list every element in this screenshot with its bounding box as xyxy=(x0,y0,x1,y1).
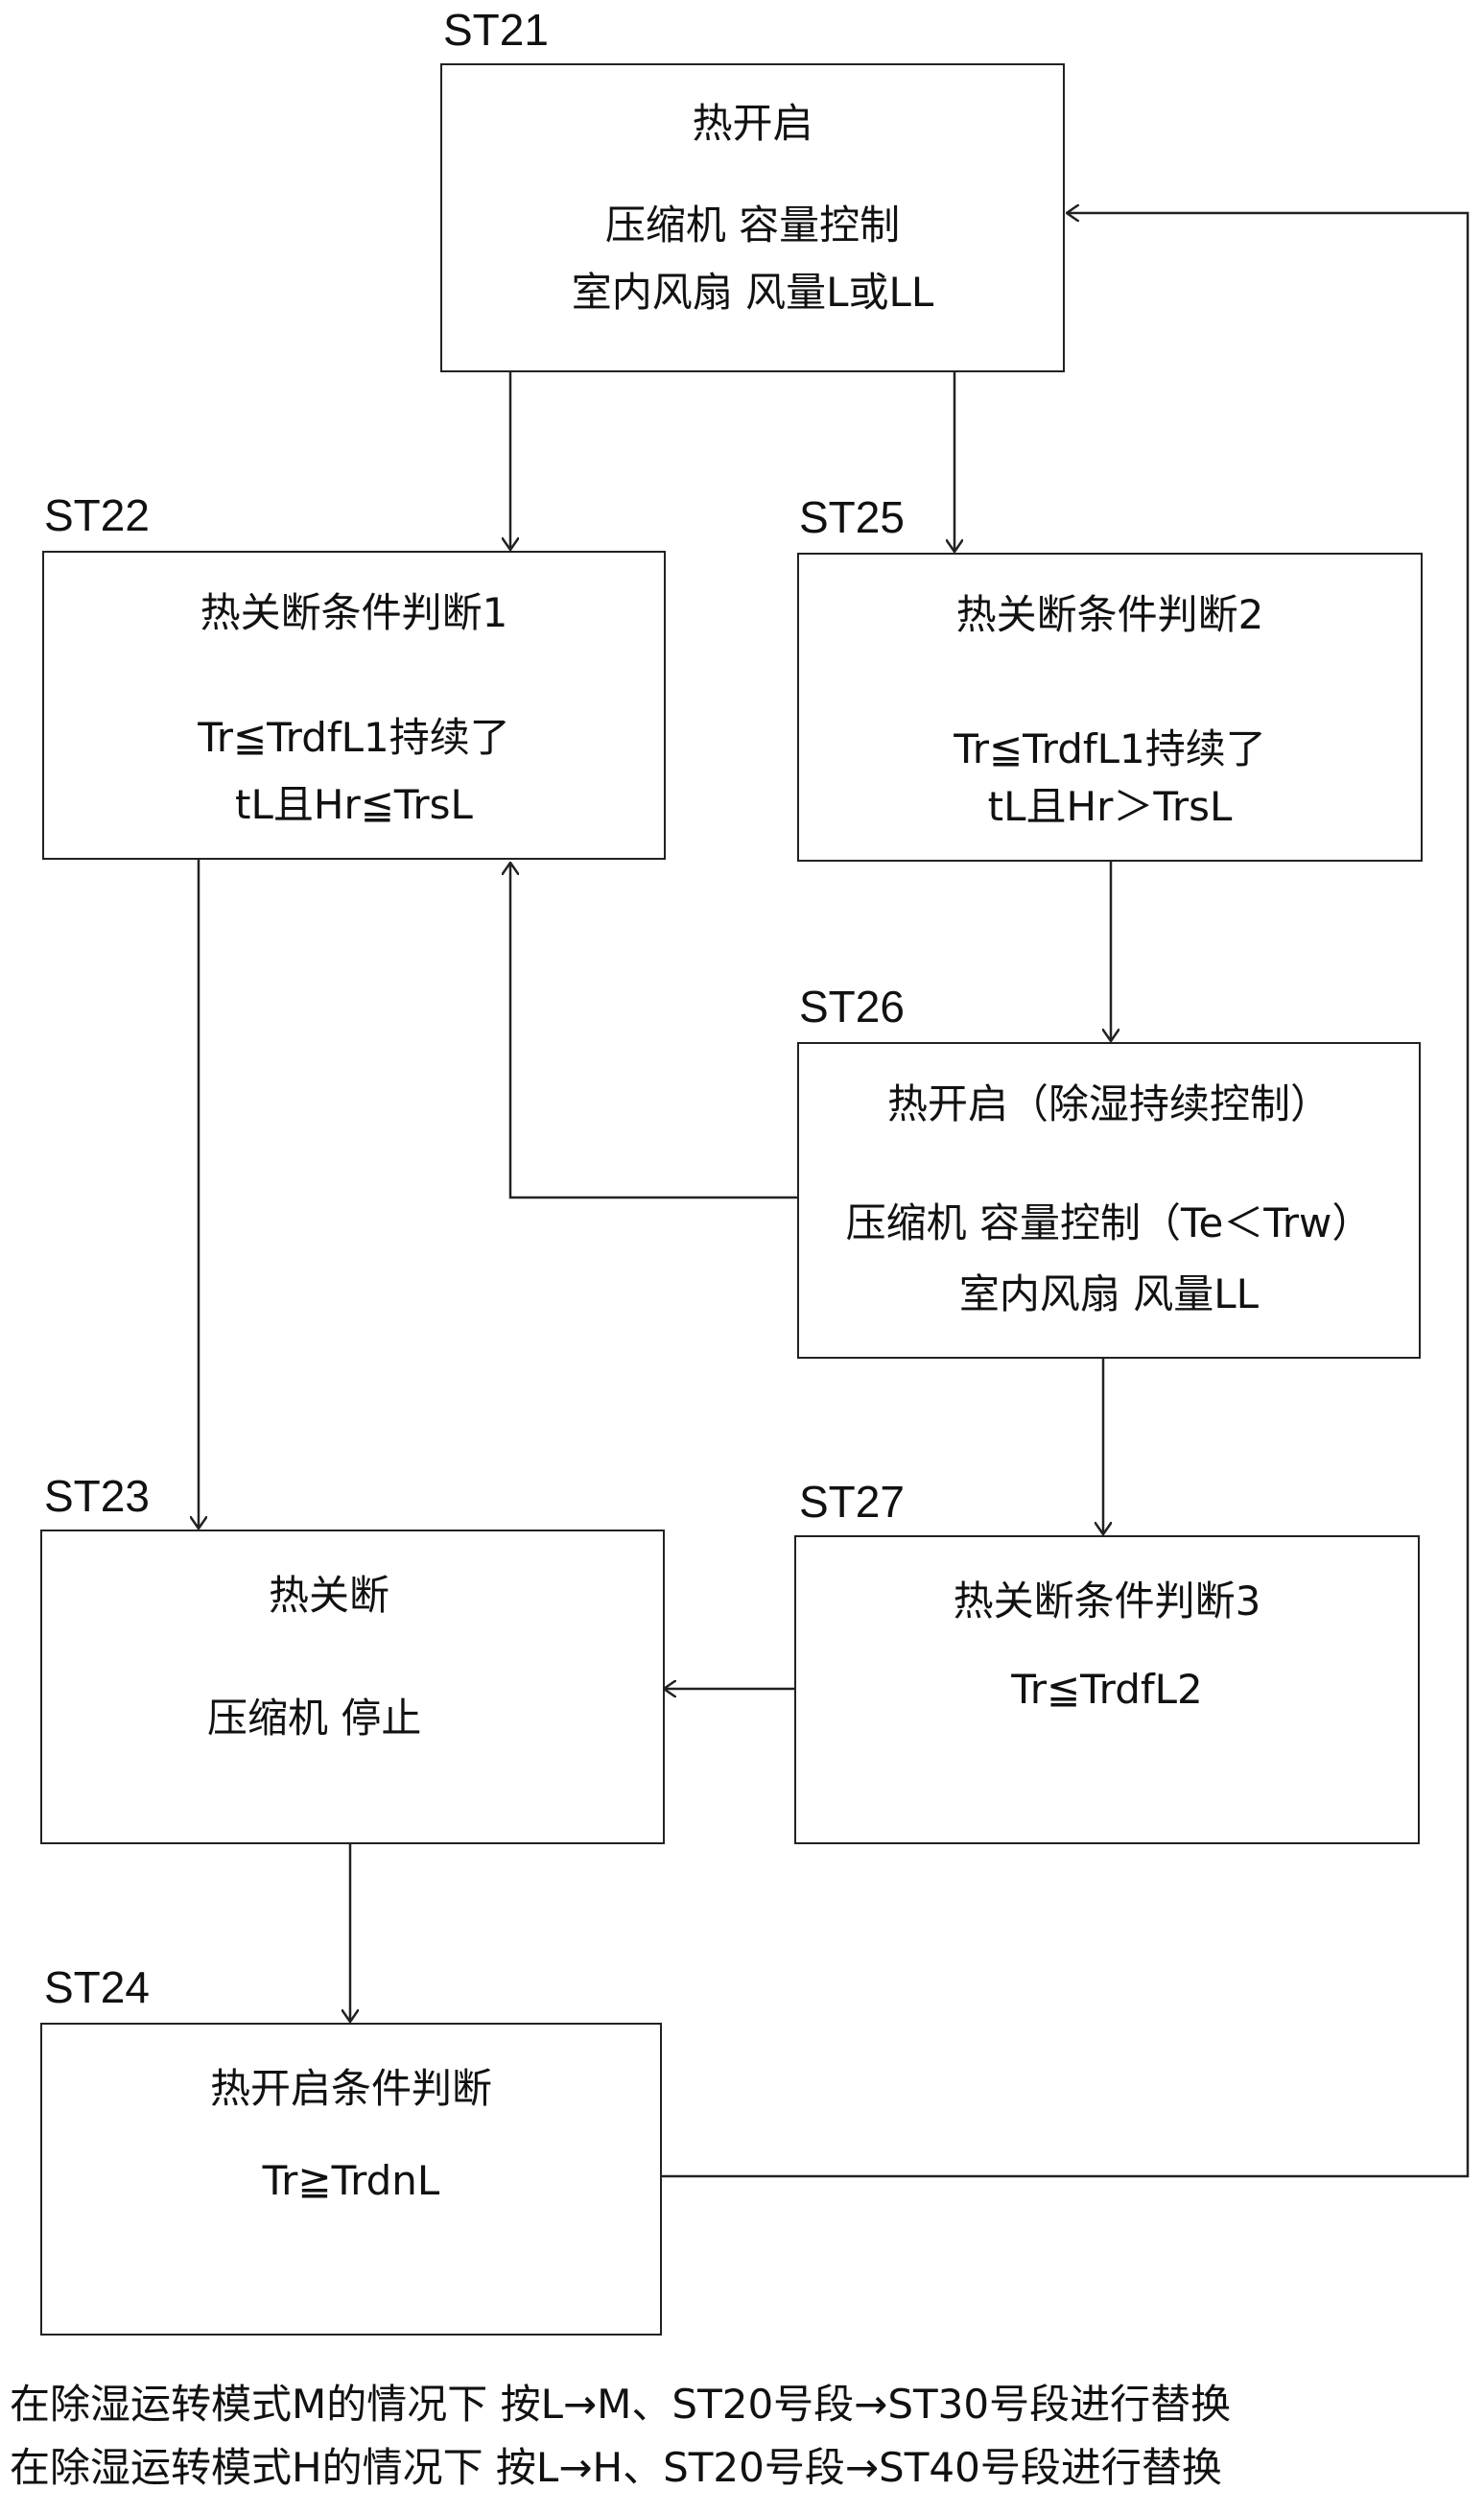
node-label-st27: ST27 xyxy=(799,1477,905,1527)
node-st24: 热开启条件判断 Tr≧TrdnL xyxy=(40,2023,662,2336)
node-text: 压缩机 容量控制（Te＜Trw） xyxy=(845,1199,1373,1246)
node-text: tL且Hr≦TrsL xyxy=(235,781,473,828)
node-st21: 热开启 压缩机 容量控制 室内风扇 风量L或LL xyxy=(440,63,1065,372)
node-st26: 热开启（除湿持续控制） 压缩机 容量控制（Te＜Trw） 室内风扇 风量LL xyxy=(797,1042,1421,1359)
node-title: 热关断 xyxy=(269,1572,390,1619)
footer-note-2: 在除湿运转模式H的情况下 按L→H、ST20号段→ST40号段进行替换 xyxy=(10,2444,1222,2491)
node-text: 压缩机 停止 xyxy=(207,1695,422,1742)
node-title: 热开启（除湿持续控制） xyxy=(886,1080,1331,1127)
node-st25: 热关断条件判断2 Tr≦TrdfL1持续了 tL且Hr＞TrsL xyxy=(797,553,1423,862)
node-text: 压缩机 容量控制 xyxy=(604,202,901,249)
node-st23: 热关断 压缩机 停止 xyxy=(40,1530,665,1844)
arrow-st26-to-st22 xyxy=(510,864,799,1199)
footer-note-1: 在除湿运转模式M的情况下 按L→M、ST20号段→ST30号段进行替换 xyxy=(10,2381,1232,2428)
node-title: 热关断条件判断1 xyxy=(200,589,508,636)
node-title: 热开启条件判断 xyxy=(209,2065,492,2112)
node-label-st24: ST24 xyxy=(44,1962,150,2012)
node-label-st25: ST25 xyxy=(799,492,905,542)
node-st22: 热关断条件判断1 Tr≦TrdfL1持续了 tL且Hr≦TrsL xyxy=(42,551,666,860)
node-label-st21: ST21 xyxy=(443,5,549,55)
node-title: 热关断条件判断3 xyxy=(953,1577,1261,1625)
node-text: tL且Hr＞TrsL xyxy=(987,783,1233,830)
node-text: Tr≦TrdfL2 xyxy=(1011,1666,1203,1713)
node-text: Tr≧TrdnL xyxy=(262,2157,440,2204)
node-label-st26: ST26 xyxy=(799,982,905,1032)
node-text: 室内风扇 风量LL xyxy=(958,1270,1260,1317)
node-label-st23: ST23 xyxy=(44,1471,150,1521)
node-text: Tr≦TrdfL1持续了 xyxy=(198,714,510,761)
node-text: Tr≦TrdfL1持续了 xyxy=(954,725,1266,772)
arrow-st24-to-st21 xyxy=(661,213,1470,2178)
node-title: 热关断条件判断2 xyxy=(955,591,1264,638)
node-title: 热开启 xyxy=(692,100,813,147)
node-st27: 热关断条件判断3 Tr≦TrdfL2 xyxy=(794,1535,1420,1844)
node-text: 室内风扇 风量L或LL xyxy=(571,269,934,316)
node-label-st22: ST22 xyxy=(44,490,150,540)
